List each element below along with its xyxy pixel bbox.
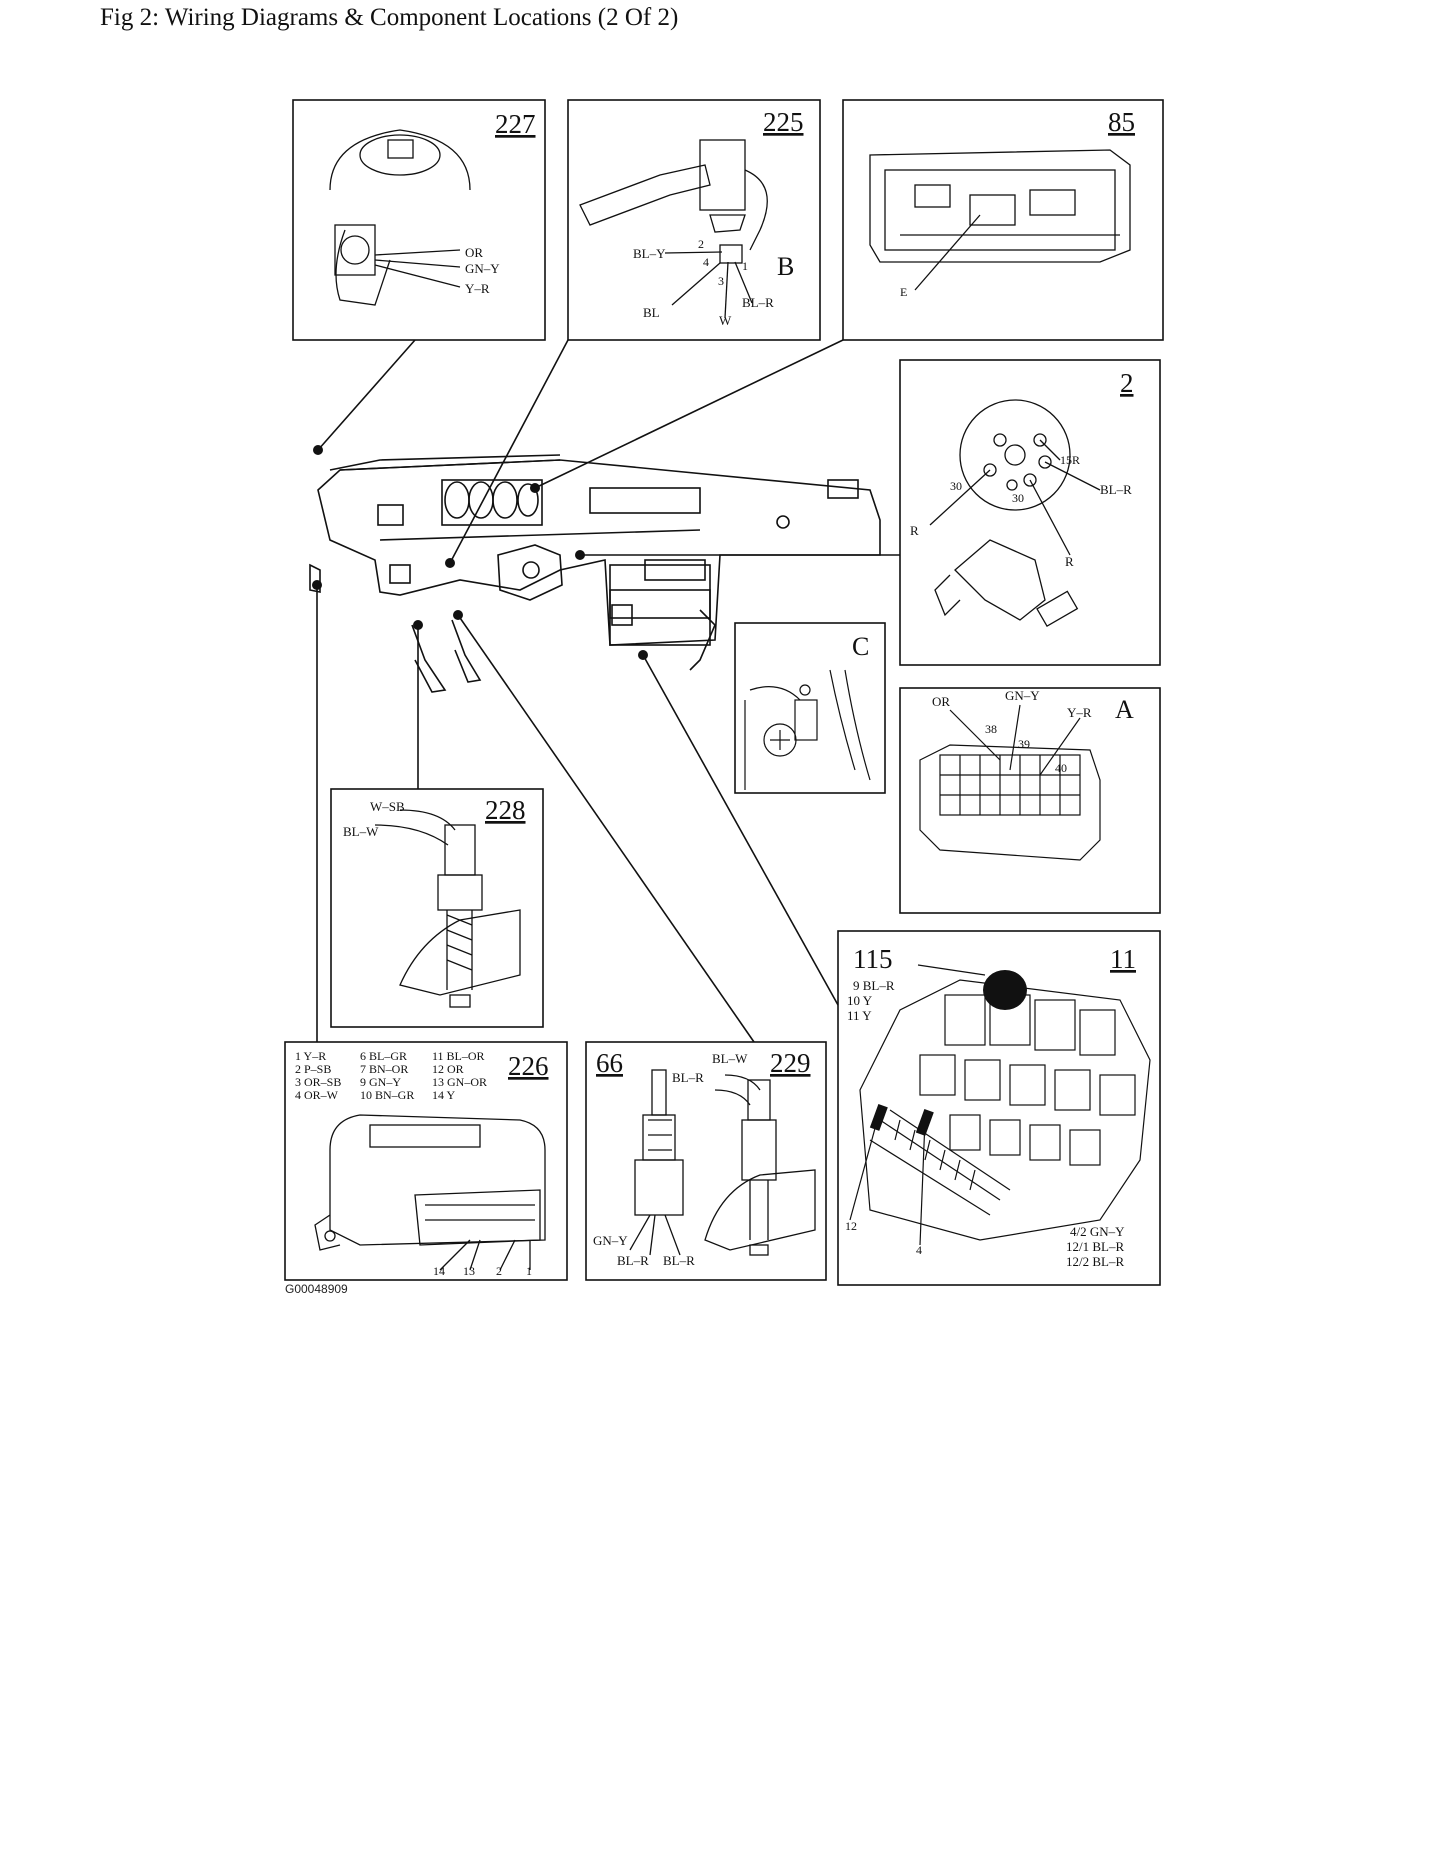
wire-label: GN–Y — [593, 1233, 628, 1248]
legend-line: 12/1 BL–R — [1066, 1239, 1124, 1254]
panel-225-number: 225 — [763, 107, 804, 137]
legend-line: 3 OR–SB — [295, 1075, 341, 1089]
panel-228-frame — [330, 788, 544, 1028]
pin-label: 1 — [742, 259, 748, 273]
wire-label: BL–W — [712, 1051, 748, 1066]
pin-label: 40 — [1055, 761, 1067, 775]
panel-11-number: 11 — [1110, 944, 1136, 974]
pin-label: 38 — [985, 722, 997, 736]
pin-label: 12 — [845, 1219, 857, 1233]
panel-229-number: 229 — [770, 1048, 811, 1078]
panel-85-frame — [842, 99, 1164, 341]
panel-85-number: 85 — [1108, 107, 1135, 137]
panel-2-number: 2 — [1120, 368, 1134, 398]
panel-c-letter: C — [852, 632, 869, 661]
wire-label: BL–W — [343, 824, 379, 839]
wire-label: Y–R — [465, 281, 490, 296]
legend-line: 12 OR — [432, 1062, 464, 1076]
legend-line: 7 BN–OR — [360, 1062, 408, 1076]
legend-line: 9 BL–R — [853, 978, 895, 993]
wire-label: BL–R — [1100, 482, 1132, 497]
panel-225-letter: B — [777, 252, 794, 281]
legend-line: 13 GN–OR — [432, 1075, 487, 1089]
panel-226-frame — [284, 1041, 568, 1281]
panel-66-frame — [585, 1041, 827, 1281]
legend-line: 6 BL–GR — [360, 1049, 407, 1063]
legend-line: 1 Y–R — [295, 1049, 326, 1063]
pin-label: 2 — [698, 237, 704, 251]
pin-label: E — [900, 285, 907, 299]
legend-line: 10 Y — [847, 993, 873, 1008]
pin-label: 30 — [1012, 491, 1024, 505]
panel-115-number: 115 — [853, 944, 893, 974]
pin-label: 14 — [433, 1264, 445, 1278]
legend-line: 11 BL–OR — [432, 1049, 485, 1063]
pin-label: 39 — [1018, 737, 1030, 751]
panel-227-frame — [292, 99, 546, 341]
panel-a-letter: A — [1115, 695, 1134, 724]
pin-label: 15R — [1060, 453, 1080, 467]
legend-line: 12/2 BL–R — [1066, 1254, 1124, 1269]
wire-label: OR — [465, 245, 483, 260]
wire-label: BL — [643, 305, 660, 320]
wire-label: BL–R — [742, 295, 774, 310]
panel-2-frame — [899, 359, 1161, 666]
wire-label: R — [1065, 554, 1074, 569]
wire-label: Y–R — [1067, 705, 1092, 720]
wire-label: BL–R — [617, 1253, 649, 1268]
legend-line: 4/2 GN–Y — [1070, 1224, 1125, 1239]
wire-label: R — [910, 523, 919, 538]
panel-227-number: 227 — [495, 109, 536, 139]
legend-line: 9 GN–Y — [360, 1075, 401, 1089]
legend-line: 11 Y — [847, 1008, 872, 1023]
wire-label: OR — [932, 694, 950, 709]
panel-115-frame — [837, 930, 1161, 1286]
legend-line: 14 Y — [432, 1088, 456, 1102]
wire-label: W–SB — [370, 799, 405, 814]
legend-line: 10 BN–GR — [360, 1088, 414, 1102]
pin-label: 3 — [718, 274, 724, 288]
page-title: Fig 2: Wiring Diagrams & Component Locat… — [100, 4, 679, 31]
pin-label: 1 — [526, 1264, 532, 1278]
pin-label: 4 — [703, 255, 709, 269]
panel-a-frame — [899, 687, 1161, 914]
wire-label: BL–Y — [633, 246, 666, 261]
wire-label: GN–Y — [1005, 688, 1040, 703]
panel-c-frame — [734, 622, 886, 794]
legend-line: 4 OR–W — [295, 1088, 339, 1102]
panel-226-number: 226 — [508, 1051, 549, 1081]
panel-66-number: 66 — [596, 1048, 623, 1078]
panel-228-number: 228 — [485, 795, 526, 825]
wire-label: BL–R — [672, 1070, 704, 1085]
legend-line: 2 P–SB — [295, 1062, 331, 1076]
wire-label: BL–R — [663, 1253, 695, 1268]
pin-label: 13 — [463, 1264, 475, 1278]
wire-label: W — [719, 313, 732, 328]
pin-label: 30 — [950, 479, 962, 493]
figure-code: G00048909 — [285, 1282, 348, 1296]
wire-label: GN–Y — [465, 261, 500, 276]
pin-label: 4 — [916, 1243, 922, 1257]
pin-label: 2 — [496, 1264, 502, 1278]
panel-225-frame — [567, 99, 821, 341]
